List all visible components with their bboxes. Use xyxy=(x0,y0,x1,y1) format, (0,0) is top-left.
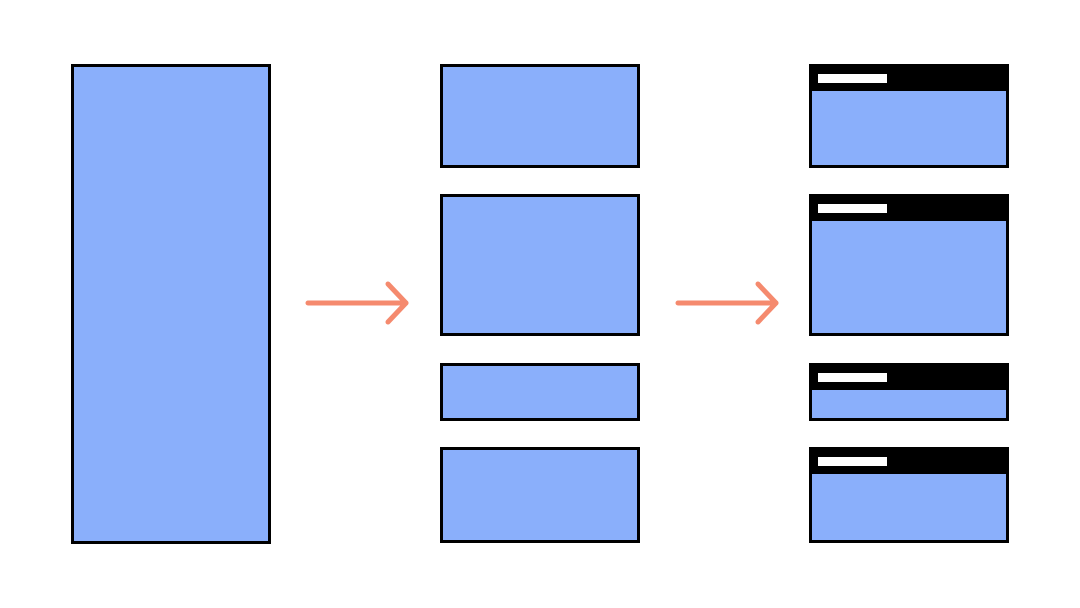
titled-block-4 xyxy=(809,447,1009,543)
stage-1-single-block xyxy=(71,64,271,544)
split-block-1 xyxy=(440,64,640,168)
titled-block-1 xyxy=(809,64,1009,168)
titled-block-2 xyxy=(809,194,1009,336)
title-bar xyxy=(812,366,1006,390)
title-bar xyxy=(812,450,1006,474)
split-block-3 xyxy=(440,363,640,421)
split-block-2 xyxy=(440,194,640,336)
title-label-placeholder xyxy=(818,373,887,382)
title-label-placeholder xyxy=(818,74,887,83)
arrow-right-icon xyxy=(305,281,409,325)
title-label-placeholder xyxy=(818,457,887,466)
arrow-right-icon xyxy=(675,281,779,325)
titled-block-3 xyxy=(809,363,1009,421)
title-bar xyxy=(812,67,1006,91)
split-block-4 xyxy=(440,447,640,543)
title-label-placeholder xyxy=(818,204,887,213)
title-bar xyxy=(812,197,1006,221)
